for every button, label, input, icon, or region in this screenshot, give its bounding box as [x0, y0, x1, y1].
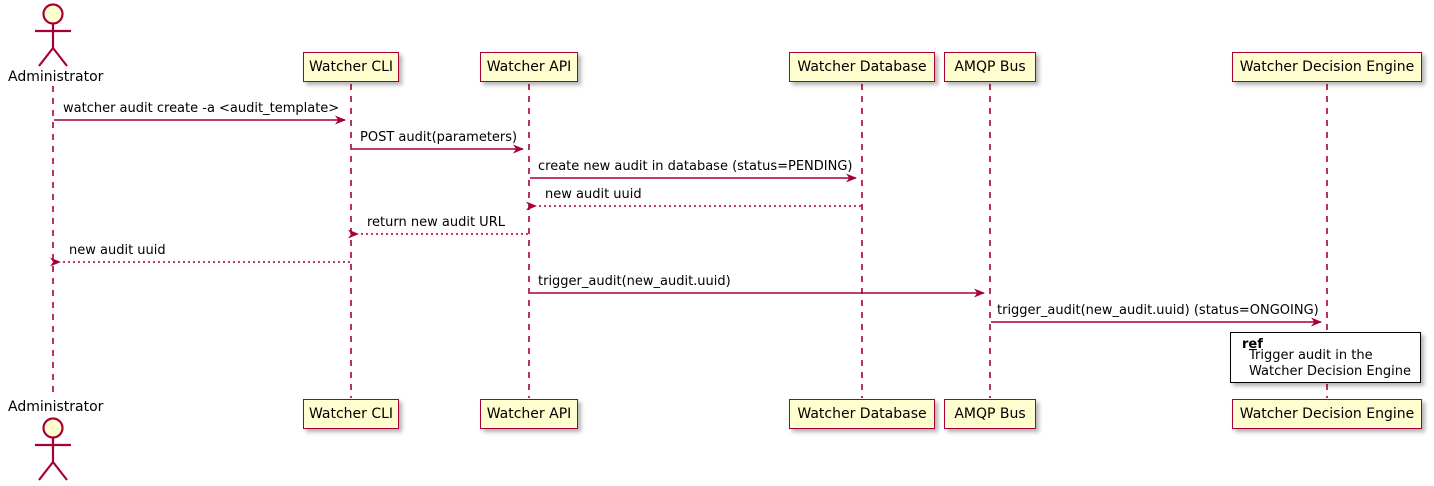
message-label-6: new audit uuid [69, 243, 166, 258]
ref-fragment-operator-label: ref [1242, 337, 1263, 352]
participant-label: AMQP Bus [954, 406, 1026, 422]
participant-label: Watcher Decision Engine [1239, 59, 1415, 75]
message-label-3: create new audit in database (status=PEN… [538, 159, 853, 174]
participant-label: Watcher Decision Engine [1239, 406, 1415, 422]
participant-box-watcher-decision-engine-bottom[interactable]: Watcher Decision Engine [1232, 399, 1422, 429]
message-label-5: return new audit URL [367, 215, 505, 230]
participant-box-watcher-database-bottom[interactable]: Watcher Database [789, 399, 935, 429]
participant-box-amqp-bus-top[interactable]: AMQP Bus [944, 52, 1036, 82]
actor-administrator-top-glyph [35, 3, 71, 67]
participant-label: Watcher Database [797, 59, 927, 75]
participant-box-watcher-cli-top[interactable]: Watcher CLI [303, 52, 399, 82]
message-label-2: POST audit(parameters) [360, 130, 518, 145]
ref-fragment-box [1230, 332, 1421, 383]
participant-label: Watcher CLI [308, 59, 394, 75]
participant-box-watcher-database-top[interactable]: Watcher Database [789, 52, 935, 82]
participant-label: Watcher API [486, 406, 572, 422]
participant-label: Watcher CLI [308, 406, 394, 422]
participant-box-watcher-api-top[interactable]: Watcher API [480, 52, 578, 82]
message-label-8: trigger_audit(new_audit.uuid) (status=ON… [997, 303, 1319, 318]
participant-box-watcher-decision-engine-top[interactable]: Watcher Decision Engine [1232, 52, 1422, 82]
participant-box-watcher-api-bottom[interactable]: Watcher API [480, 399, 578, 429]
participant-label: Watcher Database [797, 406, 927, 422]
message-label-4: new audit uuid [545, 187, 642, 202]
message-label-7: trigger_audit(new_audit.uuid) [538, 274, 731, 289]
actor-administrator-bottom-glyph [35, 417, 71, 481]
participant-label: Watcher API [486, 59, 572, 75]
participant-box-amqp-bus-bottom[interactable]: AMQP Bus [944, 399, 1036, 429]
lifelines [52, 84, 1328, 398]
participant-box-watcher-cli-bottom[interactable]: Watcher CLI [303, 399, 399, 429]
actor-label-administrator-top: Administrator [8, 69, 104, 85]
message-label-1: watcher audit create -a <audit_template> [63, 101, 340, 116]
ref-fragment-text: Trigger audit in the Watcher Decision En… [1249, 348, 1411, 379]
participant-label: AMQP Bus [954, 59, 1026, 75]
actor-label-administrator-bottom: Administrator [8, 399, 104, 415]
message-arrows [50, 115, 1322, 327]
